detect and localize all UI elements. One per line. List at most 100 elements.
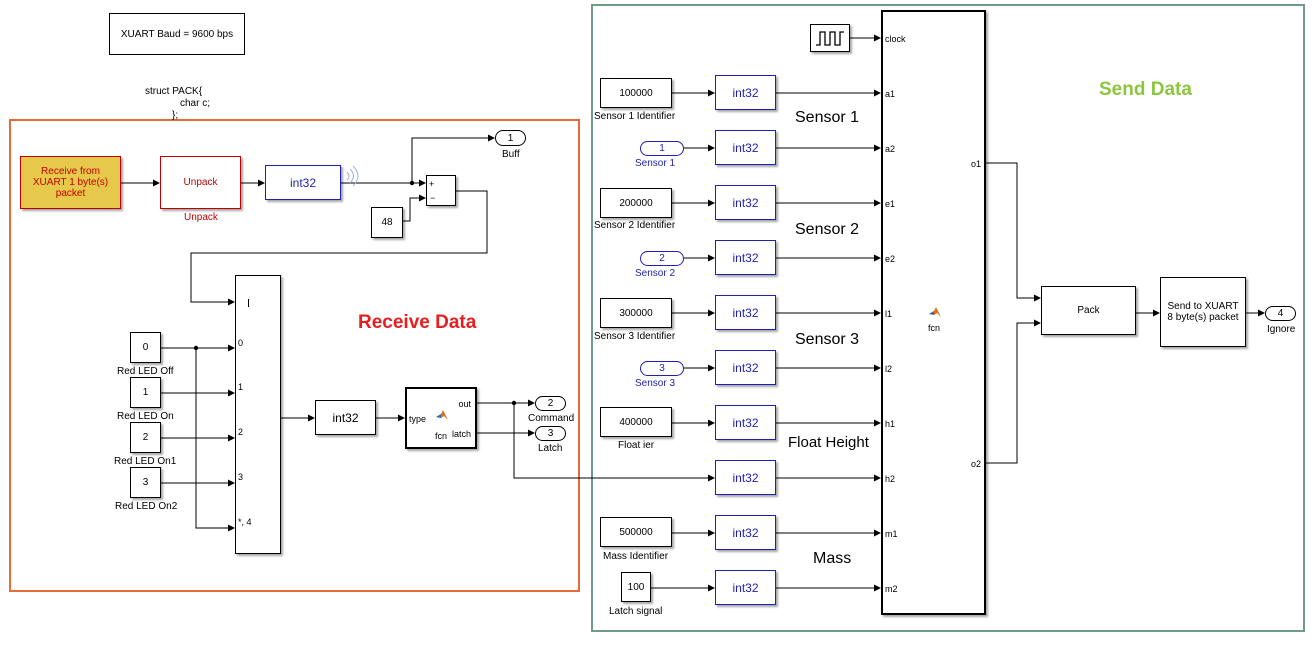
const-48-block[interactable]: 48 (371, 207, 403, 238)
group-label-mass: Mass (813, 550, 852, 567)
const-100[interactable]: 100 (621, 572, 651, 602)
unpack-block-text: Unpack (183, 177, 218, 188)
fcn-port-l2: l2 (885, 364, 893, 374)
int32-e1-text: int32 (732, 195, 759, 210)
const-red-led-off-label: Red LED Off (117, 366, 174, 377)
switch-port-1: 1 (238, 382, 244, 392)
fcn-rx-label: fcn (435, 431, 448, 441)
int32-a2[interactable]: int32 (715, 130, 776, 165)
inport-sensor-1[interactable]: 1 (640, 141, 684, 156)
pack-block-text: Pack (1077, 305, 1100, 316)
int32-h2-text: int32 (732, 470, 759, 485)
int32-m2-text: int32 (732, 580, 759, 595)
const-300000[interactable]: 300000 (600, 298, 672, 328)
int32-l2[interactable]: int32 (715, 350, 776, 385)
const-red-led-on2[interactable]: 3 (130, 467, 161, 498)
int32-a2-text: int32 (732, 140, 759, 155)
xuart-receive-block[interactable]: Receive from XUART 1 byte(s) packet (20, 156, 121, 209)
multiport-switch[interactable]: 0 1 2 3 *, 4 (235, 275, 281, 554)
fcn-rx-out-latch: latch (451, 429, 471, 439)
inport-sensor-1-label: Sensor 1 (635, 158, 676, 169)
pulse-generator[interactable] (810, 24, 850, 52)
const-400000-label: Float ier (618, 440, 655, 451)
matlab-logo-icon (436, 410, 448, 420)
const-400000[interactable]: 400000 (600, 407, 672, 437)
outport-latch-label: Latch (538, 443, 563, 454)
int32-e1[interactable]: int32 (715, 185, 776, 220)
switch-port-3: 3 (238, 472, 244, 482)
receive-area-title: Receive Data (358, 312, 477, 333)
int32-a1[interactable]: int32 (715, 75, 776, 110)
const-500000-value: 500000 (619, 526, 653, 538)
send-area (591, 4, 1305, 632)
fcn-port-m1: m1 (885, 529, 898, 539)
outport-command[interactable]: 2 (535, 396, 566, 411)
fcn-port-a2: a2 (885, 144, 896, 154)
inport-sensor-3[interactable]: 3 (640, 361, 684, 376)
xuart-send-text: Send to XUART 8 byte(s) packet (1167, 301, 1239, 323)
fcn-port-h1: h1 (885, 419, 896, 429)
fcn-port-m2: m2 (885, 584, 898, 594)
pulse-wave-icon (816, 31, 844, 46)
const-red-led-on1[interactable]: 2 (130, 422, 161, 453)
outport-ignore[interactable]: 4 (1265, 306, 1296, 321)
inport-sensor-3-num: 3 (659, 363, 665, 374)
const-100000-label: Sensor 1 Identifier (594, 111, 676, 122)
const-500000[interactable]: 500000 (600, 517, 672, 547)
fcn-rx-out-out: out (458, 399, 471, 409)
const-200000[interactable]: 200000 (600, 188, 672, 218)
outport-command-label: Command (528, 413, 575, 424)
int32-h1[interactable]: int32 (715, 405, 776, 440)
int32-convert-rx-text: int32 (289, 175, 317, 190)
int32-convert-rx[interactable]: int32 (265, 165, 341, 200)
outport-ignore-label: Ignore (1267, 324, 1296, 335)
const-red-led-on[interactable]: 1 (130, 377, 161, 408)
int32-l1-text: int32 (732, 305, 759, 320)
const-100000[interactable]: 100000 (600, 78, 672, 108)
outport-latch-num: 3 (547, 428, 554, 439)
outport-latch[interactable]: 3 (535, 426, 566, 441)
fcn-port-e2: e2 (885, 254, 896, 264)
matlab-fcn-receive[interactable]: type out latch fcn (405, 387, 477, 449)
inport-sensor-1-num: 1 (659, 143, 665, 154)
const-200000-value: 200000 (619, 197, 653, 209)
int32-h2[interactable]: int32 (715, 460, 776, 495)
inport-sensor-2[interactable]: 2 (640, 251, 684, 266)
int32-h1-text: int32 (732, 415, 759, 430)
int32-l1[interactable]: int32 (715, 295, 776, 330)
const-red-led-off[interactable]: 0 (130, 332, 161, 363)
inport-sensor-2-label: Sensor 2 (635, 268, 676, 279)
inport-sensor-3-label: Sensor 3 (635, 378, 676, 389)
xuart-send-block[interactable]: Send to XUART 8 byte(s) packet (1160, 277, 1246, 347)
receive-area (9, 119, 580, 592)
unpack-block[interactable]: Unpack (160, 156, 241, 209)
group-label-sensor-3: Sensor 3 (795, 331, 860, 348)
const-100000-value: 100000 (619, 87, 653, 99)
int32-m2[interactable]: int32 (715, 570, 776, 605)
switch-port-default: *, 4 (238, 517, 252, 527)
sum-plus: + (429, 179, 435, 189)
const-100-value: 100 (627, 581, 645, 593)
matlab-fcn-send[interactable]: clock a1 a2 e1 e2 l1 l2 h1 h2 m1 m2 o1 o… (881, 10, 986, 615)
const-100-label: Latch signal (609, 606, 663, 617)
int32-convert-cmd[interactable]: int32 (315, 400, 376, 435)
baud-note-text: XUART Baud = 9600 bps (120, 28, 234, 40)
struct-line-3: }; (172, 110, 179, 121)
sum-block[interactable]: + − (426, 175, 456, 206)
pack-block[interactable]: Pack (1041, 286, 1136, 335)
xuart-receive-text: Receive from XUART 1 byte(s) packet (32, 166, 109, 199)
int32-a1-text: int32 (732, 85, 759, 100)
const-500000-label: Mass Identifier (603, 551, 669, 562)
const-red-led-off-value: 0 (142, 342, 149, 353)
const-400000-value: 400000 (619, 416, 653, 428)
const-red-led-on2-label: Red LED On2 (115, 501, 178, 512)
int32-m1[interactable]: int32 (715, 515, 776, 550)
const-300000-value: 300000 (619, 307, 653, 319)
unpack-label: Unpack (184, 212, 218, 223)
int32-e2[interactable]: int32 (715, 240, 776, 275)
outport-buff[interactable]: 1 (495, 130, 526, 146)
sum-minus: − (430, 193, 436, 203)
fcn-port-l1: l1 (885, 309, 893, 319)
fcn-port-h2: h2 (885, 474, 896, 484)
outport-buff-num: 1 (507, 132, 514, 144)
